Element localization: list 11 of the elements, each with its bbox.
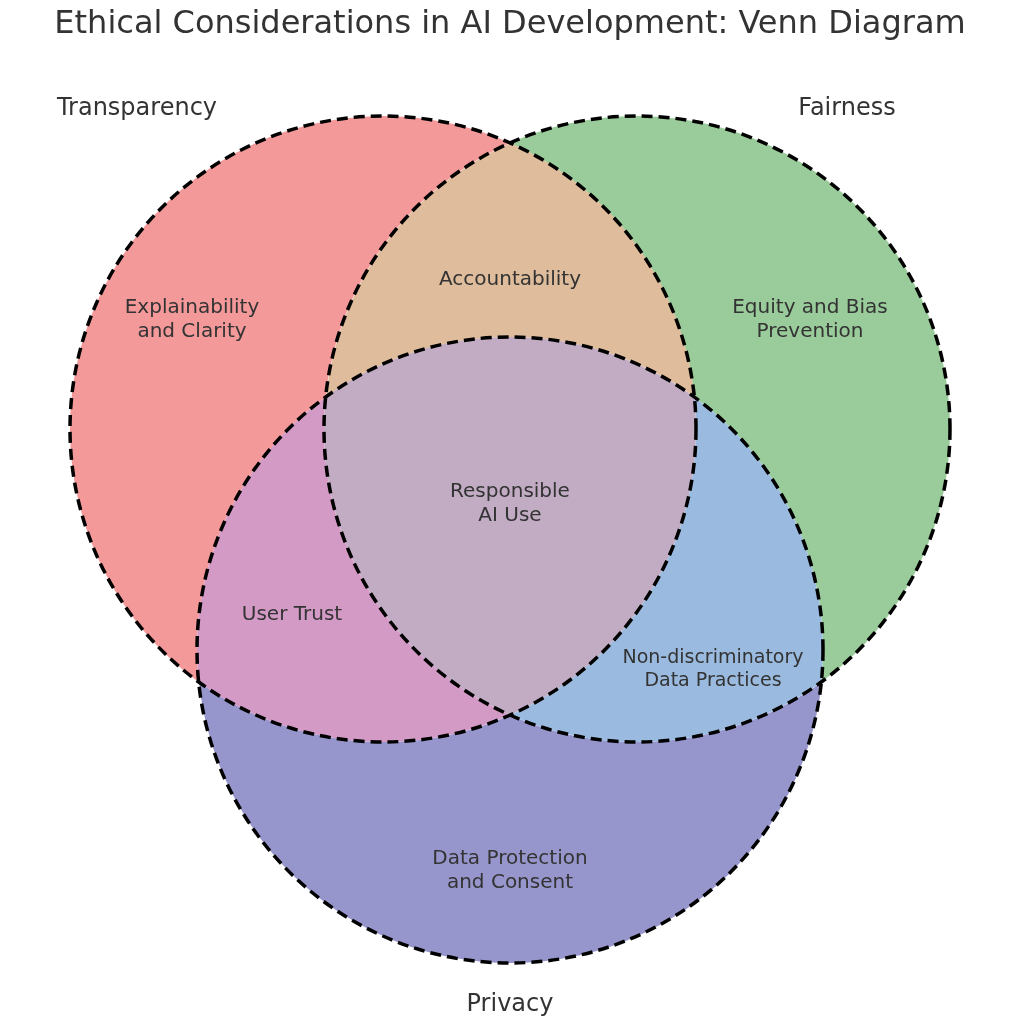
region-label: Data Protection and Consent	[431, 845, 589, 893]
set-label: Fairness	[798, 92, 896, 122]
set-label: Privacy	[466, 988, 554, 1018]
region-label: Accountability	[438, 266, 582, 290]
region-label: User Trust	[241, 601, 343, 625]
region-label: Explainability and Clarity	[123, 294, 261, 342]
region-label: Equity and Bias Prevention	[731, 294, 889, 342]
set-label: Transparency	[56, 92, 217, 122]
region-label: Non-discriminatory Data Practices	[621, 645, 805, 691]
diagram-title: Ethical Considerations in AI Development: Venn Diagram	[54, 2, 966, 42]
region-label: Responsible AI Use	[449, 478, 571, 526]
